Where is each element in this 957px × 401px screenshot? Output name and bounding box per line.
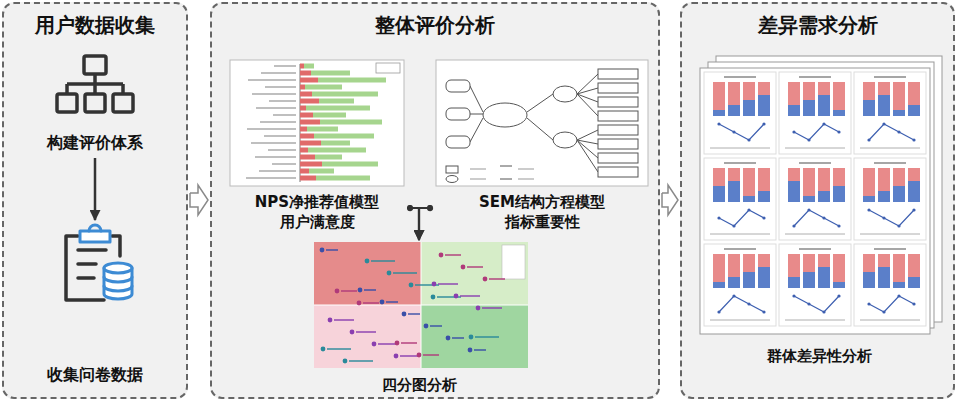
merge-bracket: [410, 208, 419, 240]
step-label: 构建评价体系: [47, 133, 143, 154]
step-label: 收集问卷数据: [47, 365, 143, 386]
panel-heading: 整体评价分析: [375, 12, 495, 38]
stage-arrow: [662, 185, 678, 215]
step-label: 四分图分析: [382, 376, 457, 396]
group-charts: [704, 72, 926, 326]
panel-heading: 用户数据收集: [35, 12, 155, 38]
nps-bars: [246, 64, 386, 181]
nps-legend-box: [376, 63, 400, 73]
step-label: NPS净推荐值模型 用户满意度: [242, 193, 392, 232]
nps-chart-frame: [230, 60, 404, 186]
questionnaire-icon: [66, 225, 132, 300]
flow-arrow: [94, 158, 97, 220]
quadrant-points: [320, 248, 505, 364]
stage-arrow: [190, 185, 208, 215]
merge-bracket: [419, 208, 430, 240]
sem-diagram-frame: [436, 60, 648, 186]
sem-model-sketch: [446, 69, 638, 183]
hierarchy-icon: [57, 56, 133, 112]
step-box: 构建评价体系: [20, 48, 170, 156]
step-label: SEM结构方程模型 指标重要性: [467, 193, 617, 232]
panel-heading: 差异需求分析: [758, 12, 878, 38]
result-cards: [700, 56, 942, 334]
step-label: 群体差异性分析: [767, 347, 872, 367]
quadrant-chart: [314, 242, 528, 368]
